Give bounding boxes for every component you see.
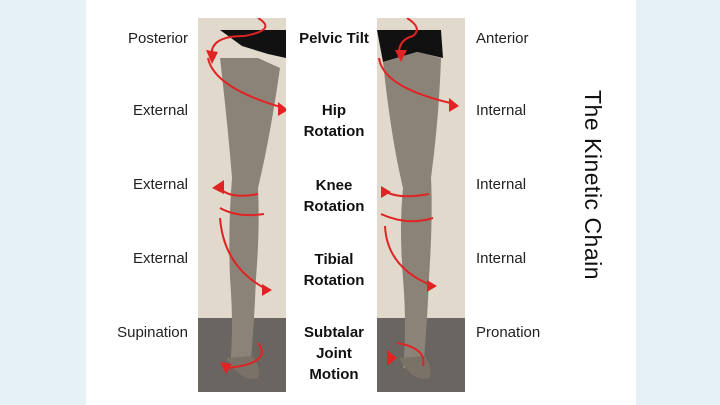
row5-center-line1: Subtalar (303, 324, 364, 341)
row4-center-line1: Tibial (314, 251, 354, 268)
right-leg-photo (377, 18, 465, 392)
row1-right-label: Anterior (476, 30, 529, 47)
row1-left-label: Posterior (127, 30, 188, 47)
right-margin-band (636, 0, 720, 405)
row2-right-label: Internal (476, 102, 527, 119)
row2-center-label: Hip Rotation (290, 100, 378, 142)
row5-center-line3: Motion (309, 366, 359, 383)
row1-center-label: Pelvic Tilt (290, 28, 378, 49)
row5-left-label: Supination (117, 324, 188, 341)
row3-left-label: External (132, 176, 188, 193)
left-margin-band (0, 0, 86, 405)
row4-left-label: External (132, 250, 188, 267)
row2-left-label: External (132, 102, 188, 119)
row3-right-label: Internal (476, 176, 527, 193)
row3-center-line2: Rotation (303, 198, 365, 215)
row4-center-label: Tibial Rotation (290, 249, 378, 291)
row1-center-line: Pelvic Tilt (299, 30, 369, 47)
row2-center-line1: Hip (321, 102, 347, 119)
left-leg-photo (198, 18, 286, 392)
slide-title: The Kinetic Chain (580, 90, 606, 305)
row3-center-line1: Knee (315, 177, 353, 194)
row2-center-line2: Rotation (303, 123, 365, 140)
content-panel (86, 0, 636, 405)
row5-center-label: Subtalar Joint Motion (290, 322, 378, 385)
row4-center-line2: Rotation (303, 272, 365, 289)
row3-center-label: Knee Rotation (290, 175, 378, 217)
row4-right-label: Internal (476, 250, 527, 267)
row5-center-line2: Joint (316, 345, 352, 362)
slide-title-text: The Kinetic Chain (580, 90, 606, 281)
row5-right-label: Pronation (476, 324, 541, 341)
